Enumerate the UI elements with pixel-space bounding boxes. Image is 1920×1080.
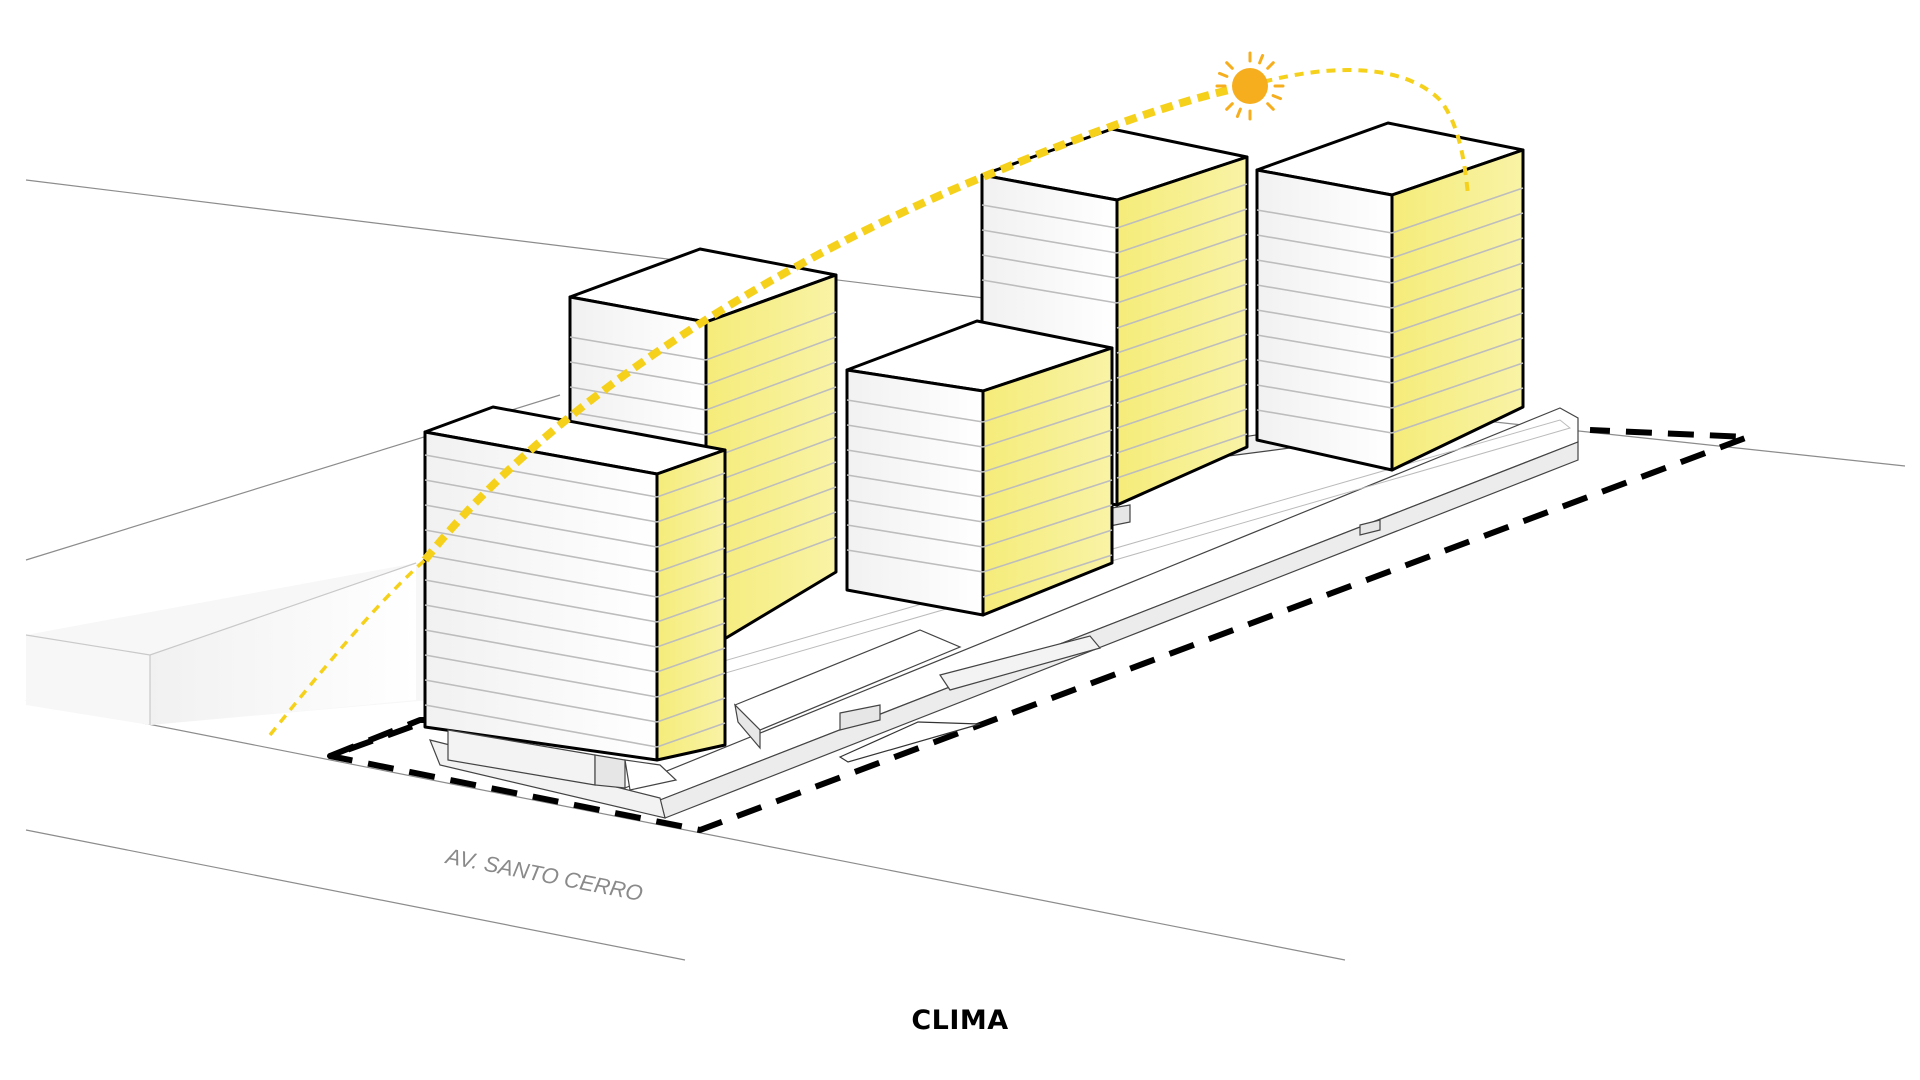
sun-path: [421, 82, 1249, 563]
building-d-floor-lines: [981, 183, 1248, 479]
site-boundary: [327, 427, 1751, 833]
building-a: [423, 405, 727, 762]
building-a-base: [447, 729, 678, 791]
building-e: [1255, 121, 1525, 472]
neighbor-block: [25, 562, 430, 725]
building-b-floor-lines: [569, 311, 837, 586]
building-c-floor-lines: [846, 379, 1113, 598]
diagram-title: CLIMA: [911, 1005, 1009, 1036]
sun-path-thin: [268, 558, 427, 737]
street-label: AV. SANTO CERRO: [442, 843, 645, 906]
sun-icon: [1215, 51, 1285, 121]
building-e-floor-lines: [1256, 187, 1524, 434]
building-a-floor-lines: [424, 454, 726, 748]
